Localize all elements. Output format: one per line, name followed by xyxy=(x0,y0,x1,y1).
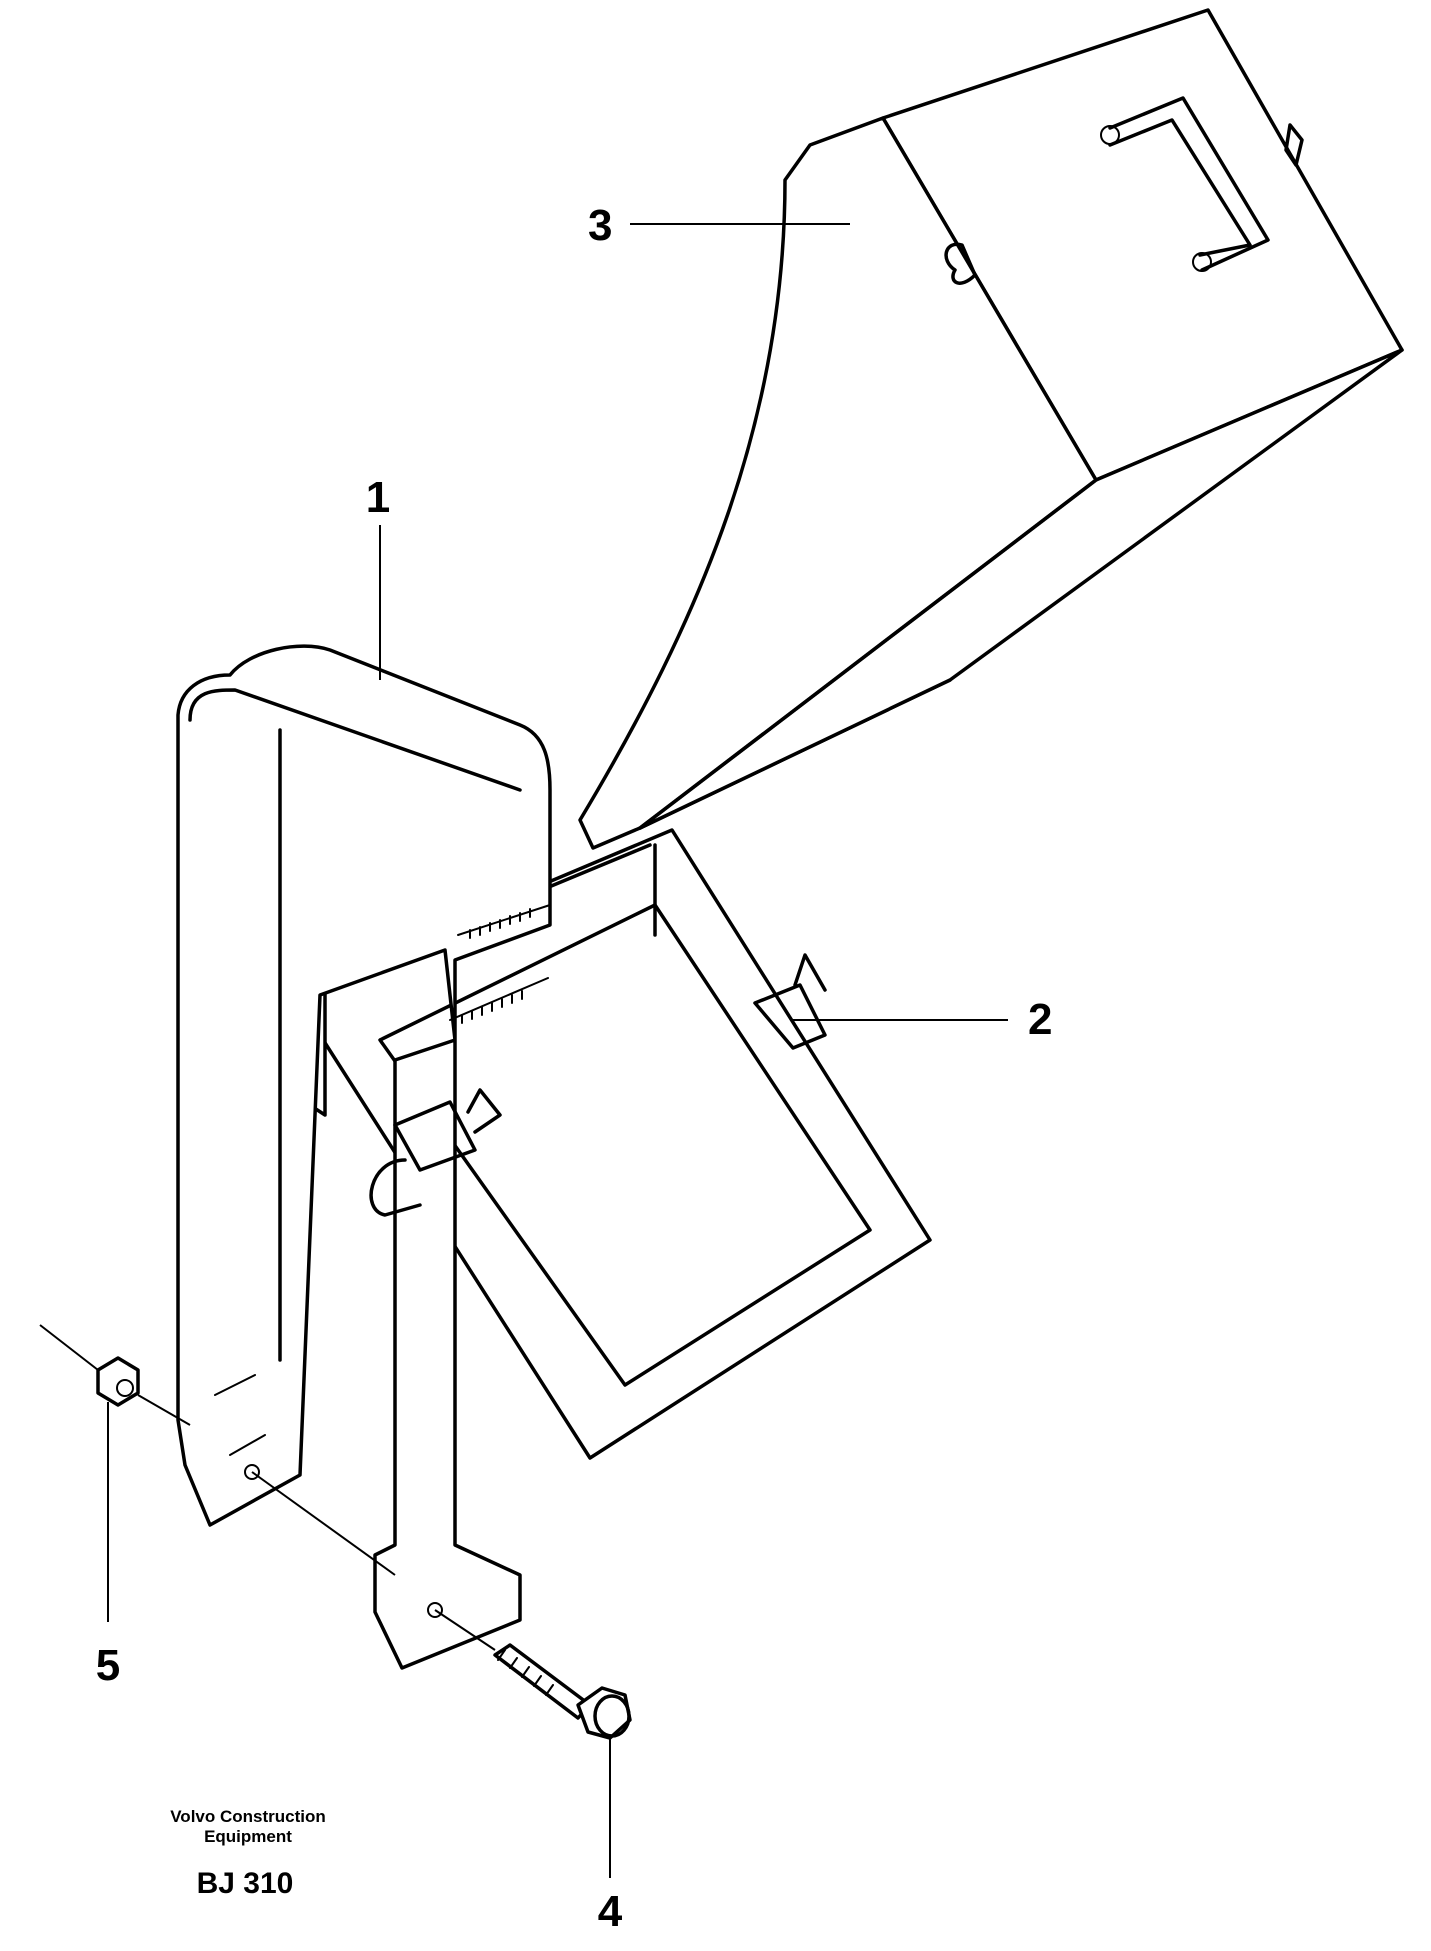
strap-inner-curve xyxy=(188,688,522,792)
drawing-code: BJ 310 xyxy=(197,1867,294,1900)
part-1-strap xyxy=(176,644,552,1670)
bolt-thread xyxy=(497,1649,554,1696)
strap-buckle xyxy=(369,1100,477,1217)
part-5-nut xyxy=(96,1356,140,1407)
callout-4: 4 xyxy=(598,1887,623,1936)
hopper-carry-handle-inner xyxy=(1108,118,1252,257)
frame-inner-opening xyxy=(378,903,872,1387)
strap-serrated-edge-bottom xyxy=(449,977,549,1024)
nut-body xyxy=(96,1356,140,1407)
hopper-side-latch xyxy=(944,242,977,285)
bolt-axis-line xyxy=(434,1609,496,1651)
nut-to-strap-line xyxy=(137,1394,191,1426)
strap-hole-right xyxy=(427,1602,443,1618)
hopper-edge xyxy=(638,478,1098,830)
strap-buckle-clip xyxy=(466,1088,502,1134)
strap-slot-lower xyxy=(229,1434,266,1456)
hopper-handle-rivet-top xyxy=(1100,125,1120,145)
hopper-back-latch xyxy=(1284,123,1304,167)
hopper-funnel-side xyxy=(578,116,1098,850)
callout-5: 5 xyxy=(96,1641,120,1690)
assembly-lines xyxy=(39,223,1008,1878)
bolt-shank xyxy=(493,1643,592,1720)
strap-serrated-edge-top xyxy=(457,904,551,939)
hole-to-hole-line xyxy=(251,1471,396,1576)
callout-labels: 1 2 3 4 5 xyxy=(96,201,1053,1936)
strap-hole-left xyxy=(244,1464,260,1480)
strap-slot-upper xyxy=(214,1374,256,1396)
callout-2: 2 xyxy=(1028,995,1052,1044)
callout-3: 3 xyxy=(588,201,612,250)
nut-bore xyxy=(116,1379,134,1397)
part-3-hopper xyxy=(578,8,1404,850)
nut-axis-line xyxy=(39,1324,99,1371)
manufacturer-line-2: Equipment xyxy=(204,1827,292,1846)
strap-body xyxy=(176,644,552,1670)
frame-right-latch xyxy=(753,953,827,1050)
bolt-head-face xyxy=(593,1694,631,1738)
manufacturer-line-1: Volvo Construction xyxy=(170,1807,326,1826)
drawing-footer: Volvo Construction Equipment BJ 310 xyxy=(170,1807,326,1900)
callout-1: 1 xyxy=(366,473,390,522)
hopper-handle-rivet-bottom xyxy=(1192,252,1212,272)
hopper-carry-handle xyxy=(1108,96,1270,272)
part-4-bolt xyxy=(493,1643,632,1740)
